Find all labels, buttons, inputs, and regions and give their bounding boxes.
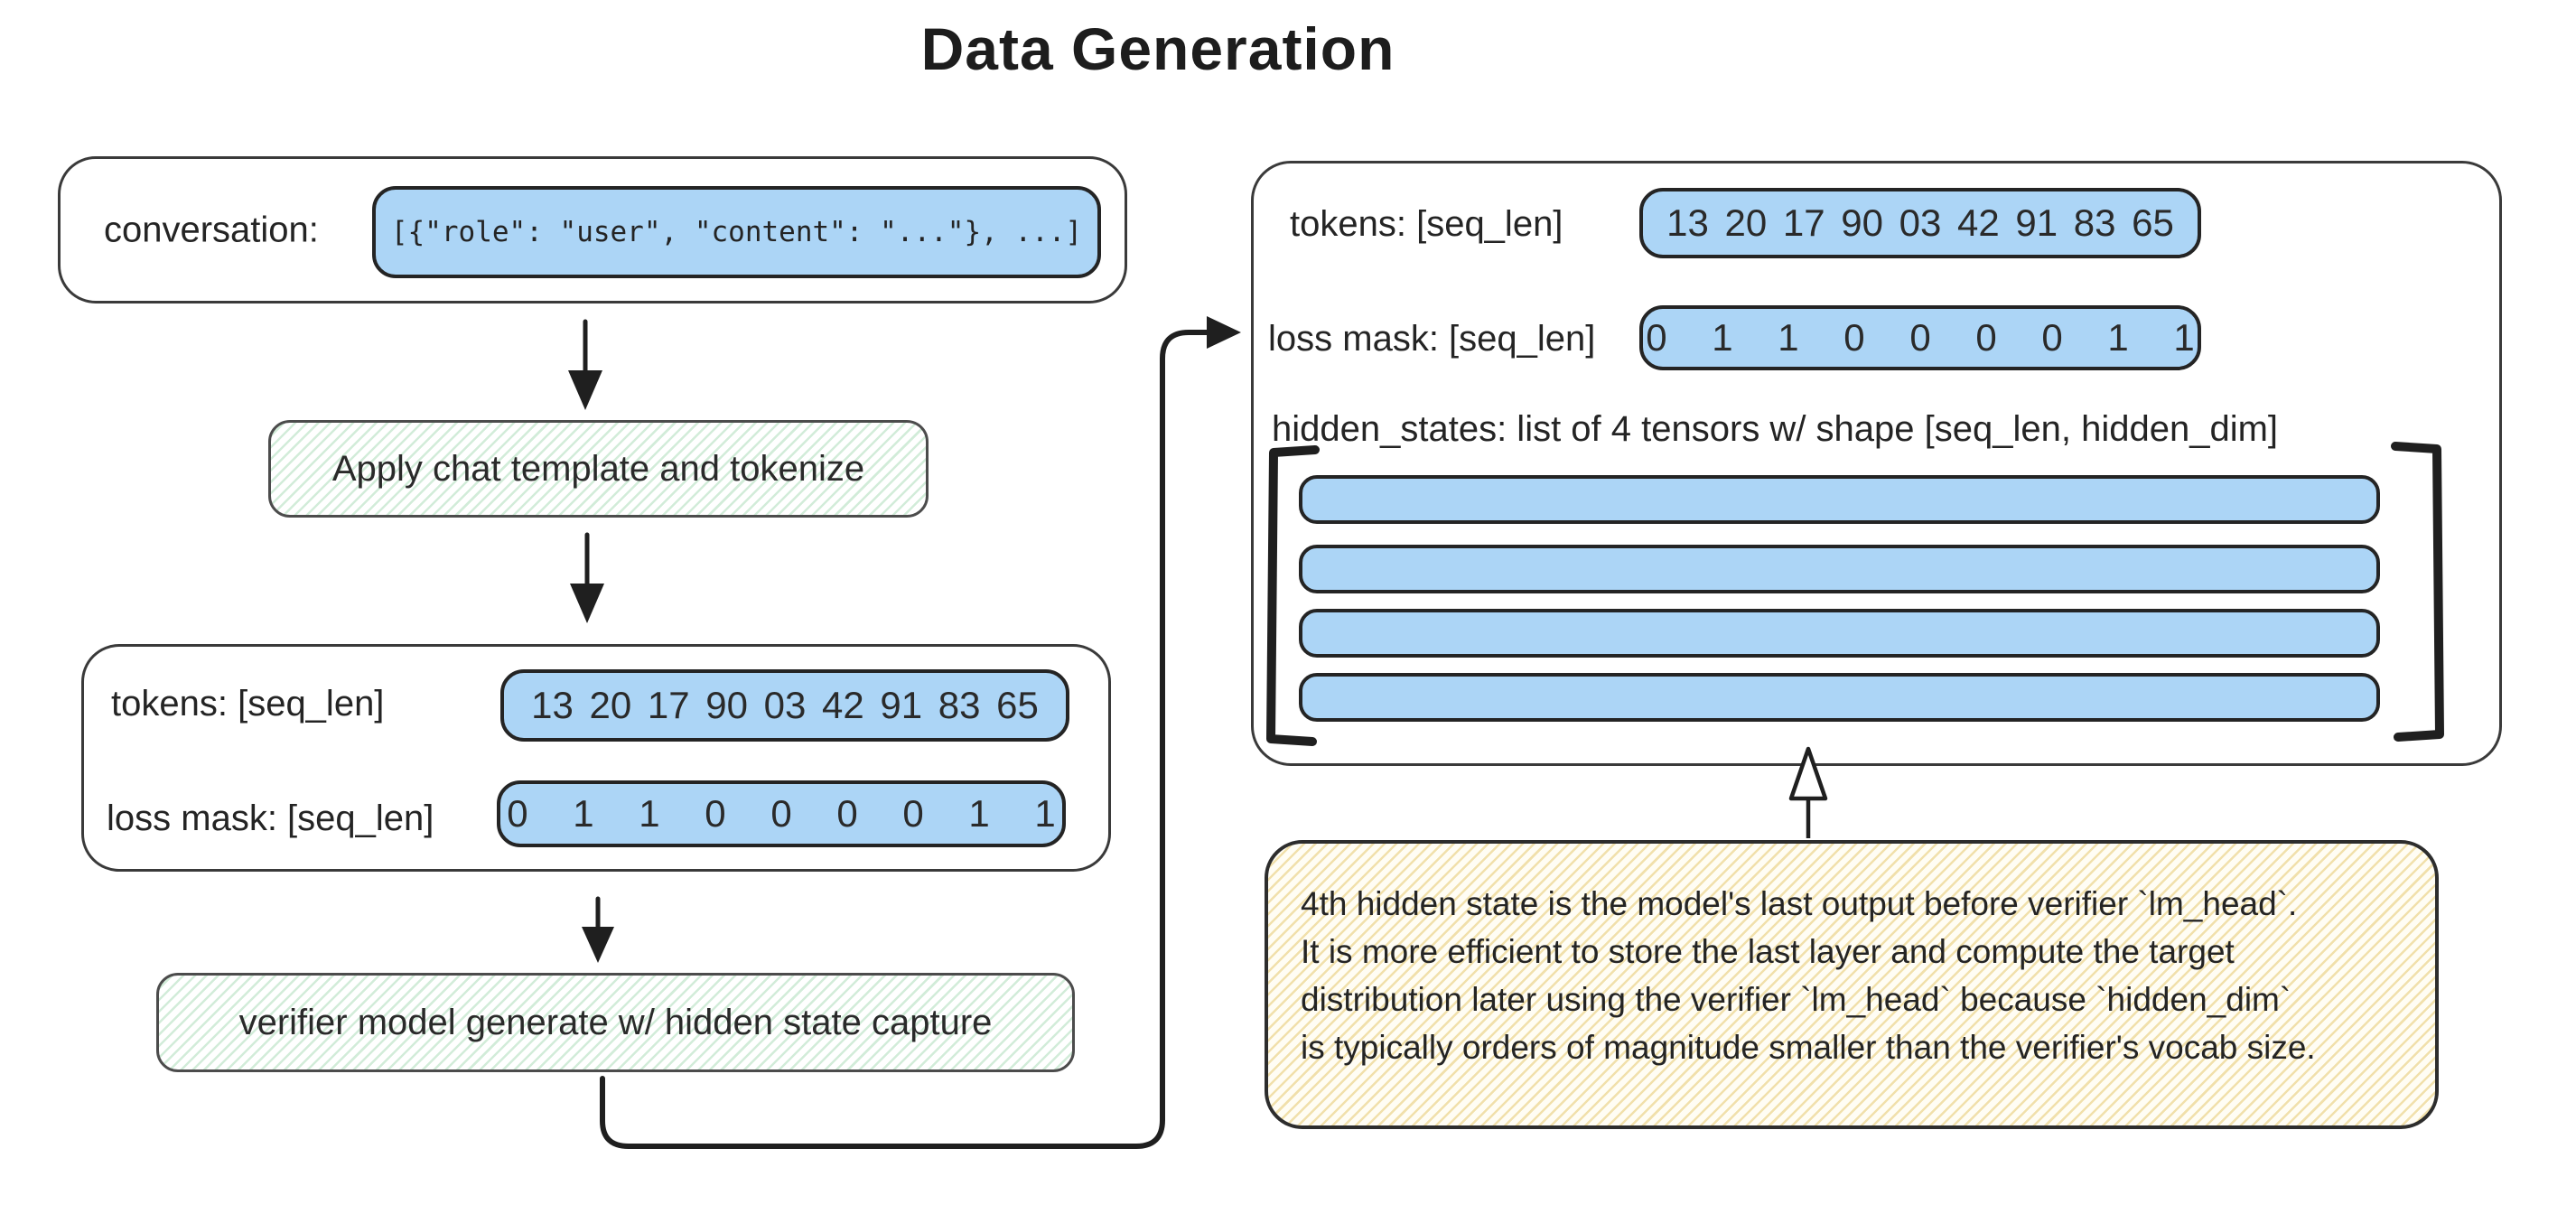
hidden-state-tensor-bar-3 [1299,609,2380,658]
left-tensor-box: tokens: [seq_len] 13 20 17 90 03 42 91 8… [81,644,1111,872]
step-verifier-generate: verifier model generate w/ hidden state … [156,973,1075,1072]
panel-tokens-values-pill: 13 20 17 90 03 42 91 83 65 [1639,188,2201,258]
hidden-state-tensor-bar-1 [1299,475,2380,524]
panel-tokens-label: tokens: [seq_len] [1290,204,1563,244]
arrow-tokens-to-verifier [582,896,614,963]
note-line-4: is typically orders of magnitude smaller… [1301,1029,2316,1066]
conversation-value-pill: [{"role": "user", "content": "..."}, ...… [372,186,1101,278]
note-line-1: 4th hidden state is the model's last out… [1301,885,2298,922]
note-line-3: distribution later using the verifier `l… [1301,981,2291,1018]
arrow-template-to-tokens [570,532,604,623]
panel-loss-mask-label: loss mask: [seq_len] [1268,319,1596,359]
hidden-state-tensor-bar-4 [1299,673,2380,722]
conversation-box: conversation: [{"role": "user", "content… [58,156,1127,304]
hidden-states-label: hidden_states: list of 4 tensors w/ shap… [1272,409,2279,449]
arrow-conversation-to-template [568,319,602,410]
right-output-panel: tokens: [seq_len] 13 20 17 90 03 42 91 8… [1251,161,2502,766]
panel-loss-mask-values-pill: 0 1 1 0 0 0 0 1 1 [1639,305,2201,370]
loss-mask-label: loss mask: [seq_len] [107,798,434,838]
note-line-2: It is more efficient to store the last l… [1301,933,2235,970]
hidden-state-tensor-bar-2 [1299,545,2380,593]
step-apply-chat-template: Apply chat template and tokenize [268,420,929,518]
diagram-title: Data Generation [920,15,1395,82]
tokens-values-pill: 13 20 17 90 03 42 91 83 65 [500,669,1069,742]
tokens-label: tokens: [seq_len] [111,684,385,724]
conversation-label: conversation: [104,210,319,249]
hidden-state-note-box: 4th hidden state is the model's last out… [1265,840,2439,1129]
loss-mask-values-pill: 0 1 1 0 0 0 0 1 1 [497,780,1066,847]
